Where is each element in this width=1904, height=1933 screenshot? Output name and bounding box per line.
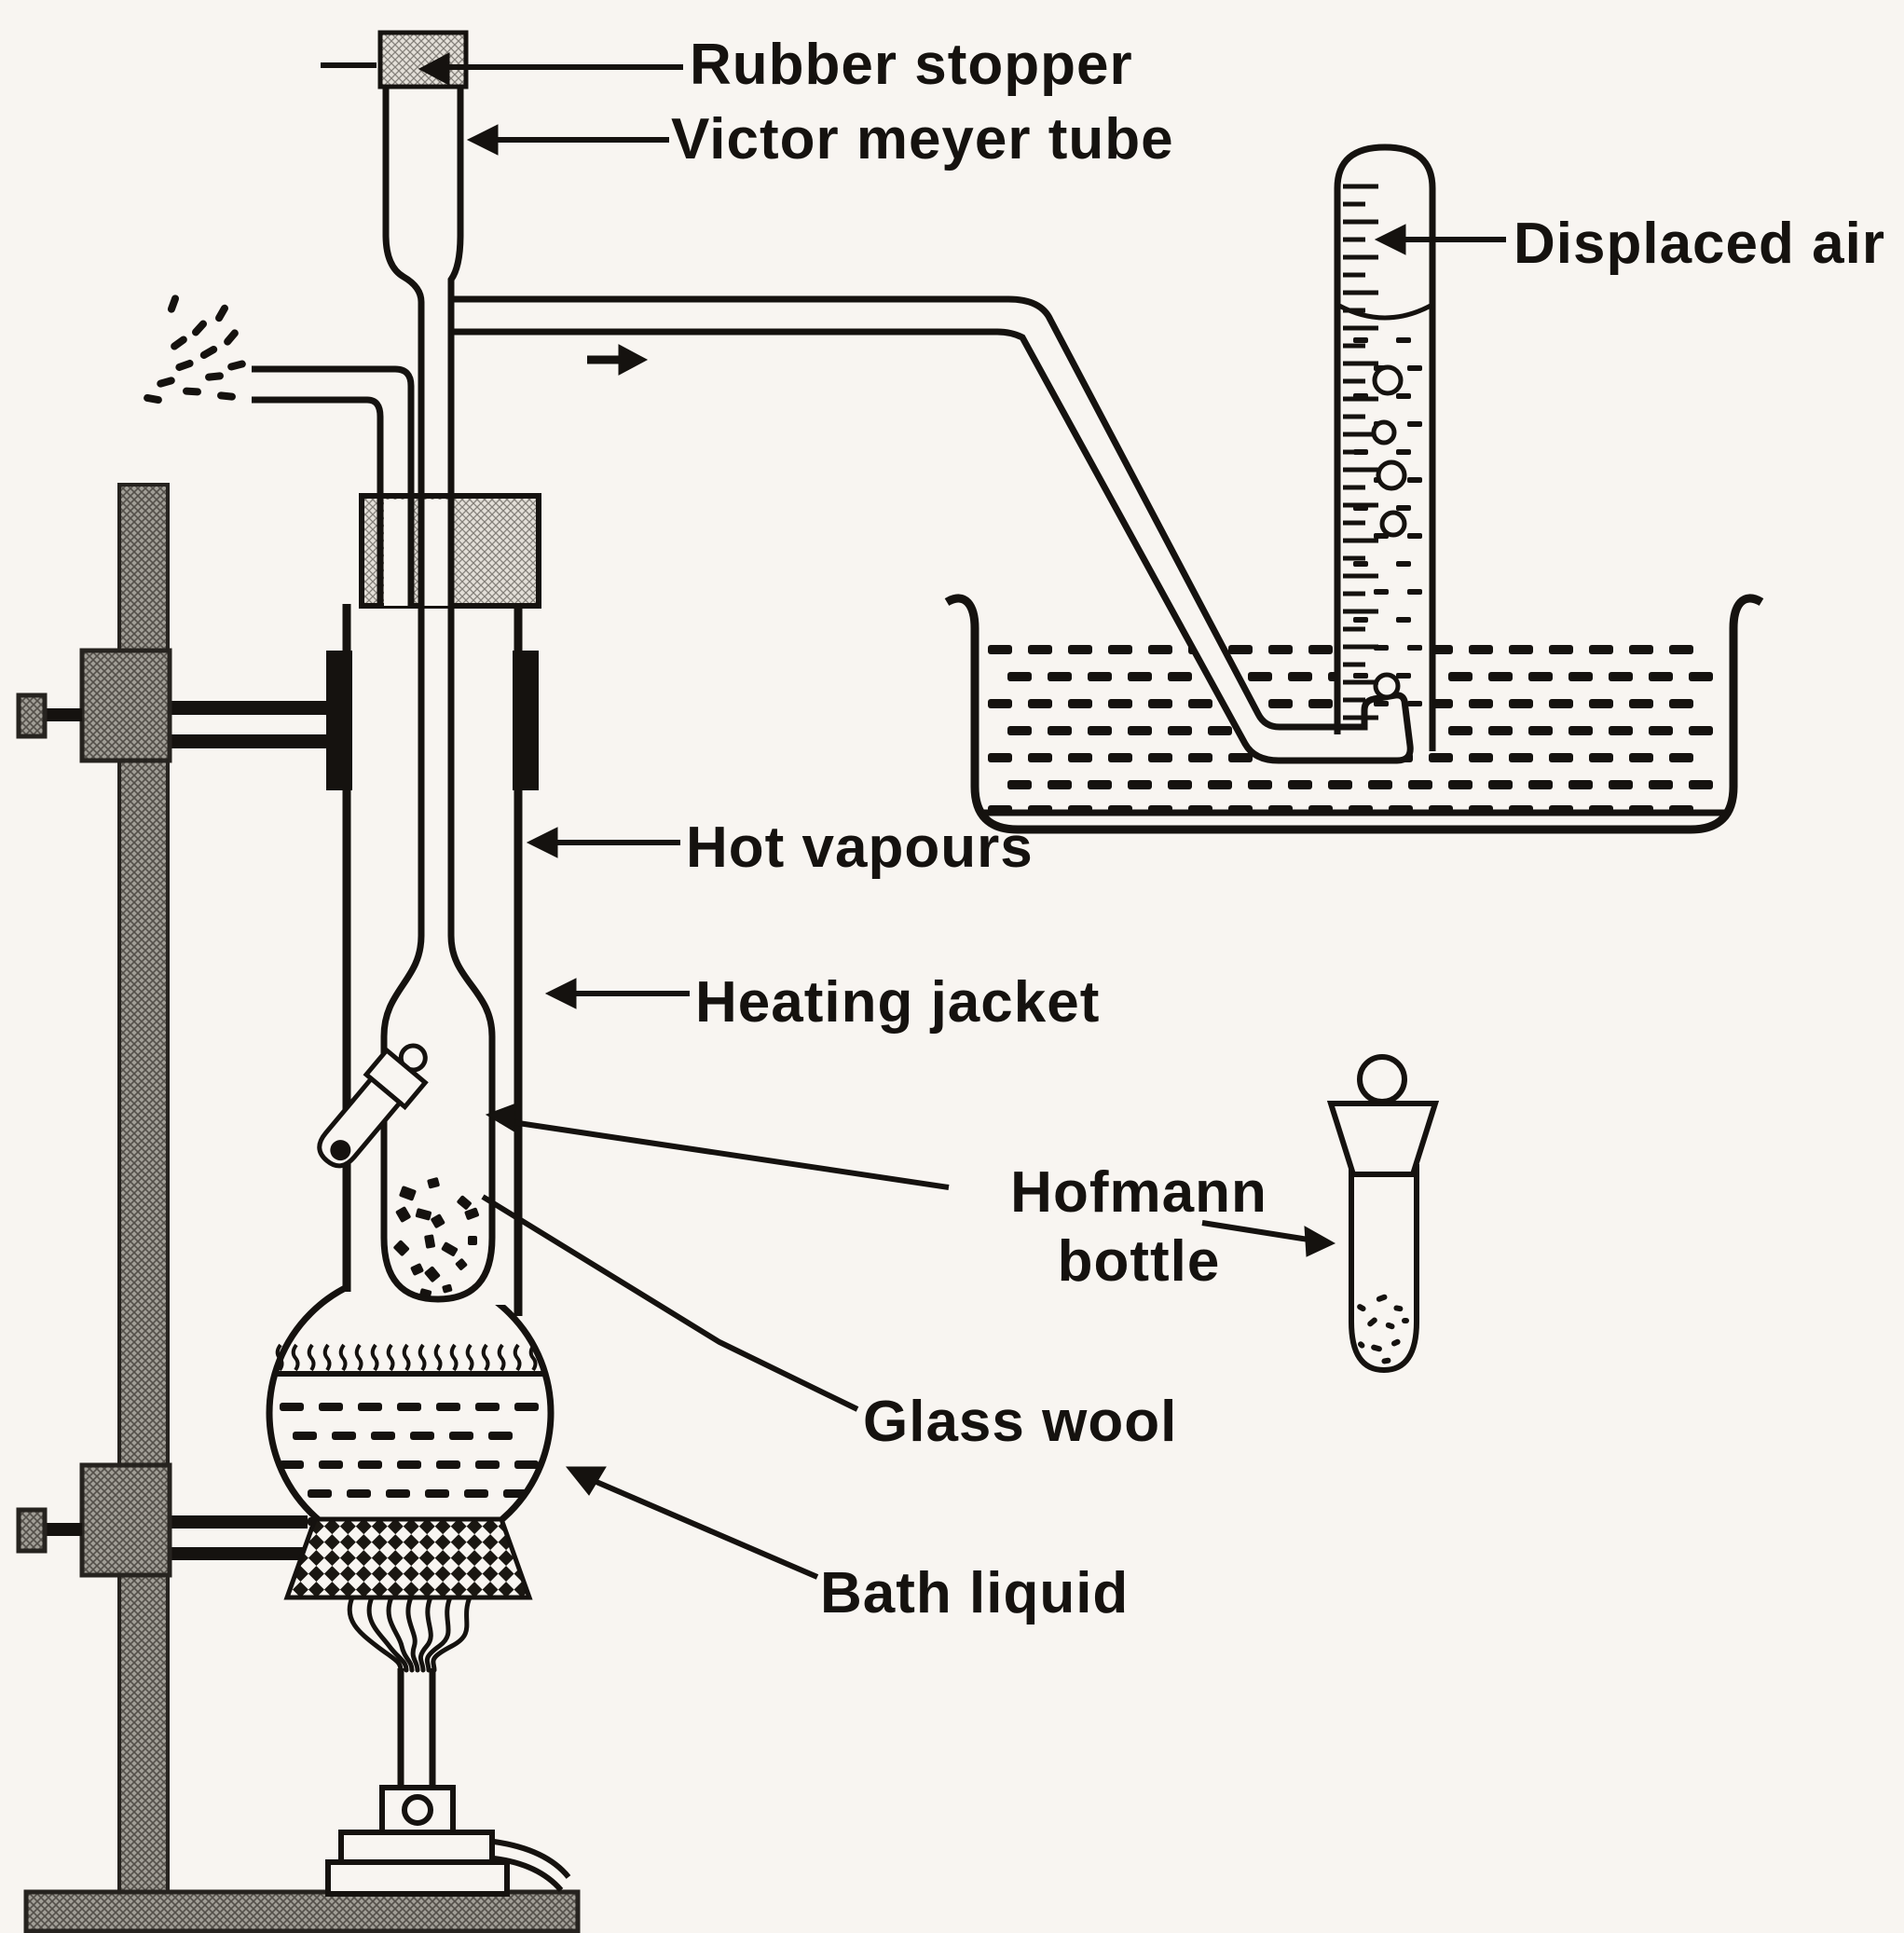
gas-pipe bbox=[493, 1856, 564, 1892]
clamp-boss bbox=[79, 1462, 172, 1578]
arrow-head bbox=[1304, 1226, 1336, 1257]
leader-line bbox=[499, 1117, 950, 1190]
bottle-body bbox=[1349, 1164, 1419, 1374]
gas-pipe bbox=[493, 1839, 571, 1879]
arrow-head bbox=[565, 1466, 607, 1496]
arrow-head bbox=[544, 978, 577, 1009]
label-bath-liquid: Bath liquid bbox=[820, 1561, 1129, 1625]
arrow-head bbox=[526, 827, 558, 858]
stopper-channel bbox=[384, 500, 408, 606]
gas-bubble bbox=[1372, 364, 1404, 396]
wire-gauze bbox=[283, 1516, 533, 1600]
arrow-head bbox=[485, 1103, 517, 1132]
clamp-jaw-left bbox=[326, 651, 352, 790]
clamp-arm bbox=[168, 701, 332, 715]
label-hot-vapours: Hot vapours bbox=[686, 816, 1034, 880]
graduated-tube bbox=[1334, 144, 1436, 751]
burner-flame bbox=[347, 1595, 473, 1673]
leader-line bbox=[595, 1479, 819, 1580]
clamp-lower bbox=[16, 1462, 308, 1578]
clamp-arm bbox=[168, 1515, 308, 1529]
vm-wall-right bbox=[447, 87, 464, 936]
stand-base bbox=[23, 1889, 581, 1933]
glass-wool bbox=[393, 1177, 480, 1298]
delivery-tube bbox=[447, 295, 1414, 764]
delivery-tube-body bbox=[447, 295, 1414, 764]
gas-bubble bbox=[1376, 459, 1407, 491]
label-hofmann-bottle-2: bottle bbox=[1058, 1229, 1221, 1294]
gas-bubble bbox=[1373, 672, 1401, 700]
clamp-screw bbox=[43, 708, 82, 721]
victor-meyer-tube bbox=[317, 30, 496, 1303]
flow-arrow-head bbox=[618, 344, 649, 376]
bunsen-burner bbox=[325, 1668, 571, 1897]
clamp-arm bbox=[168, 734, 332, 748]
label-displaced-air: Displaced air bbox=[1514, 212, 1885, 276]
rubber-stopper bbox=[377, 30, 469, 89]
leader-line bbox=[481, 1194, 859, 1412]
burner-base-step bbox=[338, 1830, 495, 1865]
gas-bubbles bbox=[1371, 364, 1407, 538]
leader-line bbox=[1201, 1220, 1309, 1242]
label-rubber-stopper: Rubber stopper bbox=[690, 33, 1133, 97]
vent-tube-outer bbox=[252, 365, 415, 608]
gauze bbox=[283, 1516, 533, 1600]
hofmann-bottle-standalone bbox=[1326, 1054, 1440, 1374]
trough-outline bbox=[944, 594, 1764, 834]
label-hofmann-bottle-1: Hofmann bbox=[1010, 1160, 1267, 1225]
clamp-screw bbox=[43, 1523, 82, 1536]
graduated-tube-walls bbox=[1334, 144, 1436, 751]
bottle-sample bbox=[1357, 1294, 1409, 1364]
bottle-knob bbox=[1357, 1054, 1407, 1104]
graduated-tube-fill bbox=[1335, 144, 1435, 751]
bottle-stopper bbox=[1326, 1101, 1440, 1177]
gas-bubble bbox=[1379, 510, 1407, 538]
label-glass-wool: Glass wool bbox=[863, 1390, 1177, 1454]
vent-tube bbox=[144, 295, 415, 608]
arrow-head bbox=[466, 124, 499, 156]
label-heating-jacket: Heating jacket bbox=[695, 970, 1100, 1035]
annotations bbox=[321, 52, 1506, 1580]
arrow-head bbox=[418, 52, 450, 86]
air-hole bbox=[402, 1794, 433, 1826]
vent-tube-inner bbox=[252, 396, 384, 608]
boiling-squiggles bbox=[275, 1343, 538, 1372]
vapour-spray bbox=[144, 295, 246, 404]
arrow-head bbox=[1374, 224, 1406, 255]
stopper-channel bbox=[424, 500, 448, 606]
clamp-upper bbox=[16, 648, 332, 763]
clamp-knob bbox=[16, 692, 48, 739]
clamp-arm bbox=[168, 1547, 308, 1560]
hofmann-bottle-in-bulb bbox=[317, 1043, 429, 1169]
gas-bubble bbox=[1371, 419, 1397, 446]
clamp-jaw-right bbox=[513, 651, 539, 790]
burner-base bbox=[325, 1859, 510, 1897]
vm-wall-left bbox=[382, 87, 425, 936]
clamp-knob bbox=[16, 1507, 48, 1554]
bottle-sample bbox=[330, 1140, 351, 1161]
clamp-boss bbox=[79, 648, 172, 763]
flask-body bbox=[266, 1268, 555, 1557]
label-victor-meyer-tube: Victor meyer tube bbox=[671, 107, 1174, 171]
